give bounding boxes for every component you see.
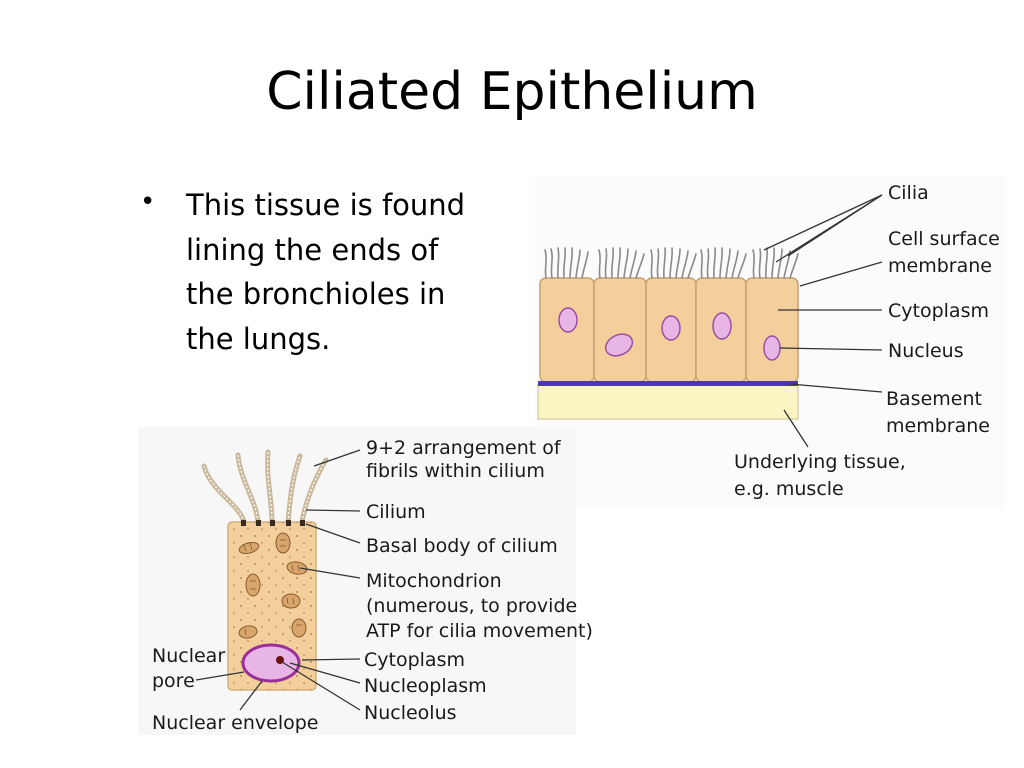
label-cytoplasm: Cytoplasm <box>888 300 989 322</box>
label-mitochondrion-line2: (numerous, to provide <box>366 595 577 617</box>
bullet-text: This tissue is found lining the ends of … <box>186 188 466 356</box>
single-cell-cilia-inner <box>203 451 327 523</box>
mitochondrion <box>281 593 301 609</box>
mitochondria-cristae <box>243 539 302 636</box>
cell <box>593 277 647 383</box>
tissue-diagram: Cilia Cell surface membrane Cytoplasm Nu… <box>535 176 1005 506</box>
label-underlying-tissue-line2: e.g. muscle <box>734 478 844 500</box>
single-cell-nucleus <box>241 643 301 683</box>
mitochondrion <box>291 618 307 638</box>
cell <box>745 277 799 383</box>
label-fibril-arrangement: 9+2 arrangement of <box>366 437 562 459</box>
bullet-marker: • <box>140 187 156 217</box>
label-cytoplasm-cell: Cytoplasm <box>364 649 465 671</box>
slide-title: Ciliated Epithelium <box>266 62 758 122</box>
label-nuclear-pore-line2: pore <box>152 670 195 692</box>
mitochondrion <box>238 625 258 639</box>
nucleus <box>661 315 681 341</box>
nucleus <box>558 307 578 333</box>
label-basement-membrane-line2: membrane <box>886 415 990 437</box>
mitochondria <box>238 532 308 639</box>
tissue-leader-lines <box>763 194 883 448</box>
label-cell-surface-membrane-line2: membrane <box>888 255 992 277</box>
basement-membrane <box>538 381 798 386</box>
label-nuclear-pore: Nuclear <box>152 645 225 667</box>
label-mitochondrion: Mitochondrion <box>366 570 502 592</box>
label-cilia: Cilia <box>888 182 929 204</box>
label-nucleus: Nucleus <box>888 340 964 362</box>
label-cell-surface-membrane: Cell surface <box>888 228 1000 250</box>
mitochondrion <box>275 532 291 554</box>
tissue-nuclei <box>558 307 781 361</box>
label-fibril-arrangement-line2: fibrils within cilium <box>366 460 545 482</box>
basal-bodies <box>241 520 305 526</box>
mitochondrion <box>245 573 261 597</box>
underlying-tissue <box>537 384 799 420</box>
label-basal-body: Basal body of cilium <box>366 535 558 557</box>
cell-diagram: 9+2 arrangement of fibrils within cilium… <box>138 427 593 735</box>
label-nucleolus: Nucleolus <box>364 702 457 724</box>
cell-leader-lines <box>195 449 361 711</box>
label-nuclear-envelope: Nuclear envelope <box>152 712 318 734</box>
nucleus <box>604 333 634 357</box>
label-mitochondrion-line3: ATP for cilia movement) <box>366 620 593 642</box>
label-nucleoplasm: Nucleoplasm <box>364 675 487 697</box>
label-cilium: Cilium <box>366 501 426 523</box>
nucleus <box>712 312 732 340</box>
label-basement-membrane: Basement <box>886 388 982 410</box>
label-underlying-tissue: Underlying tissue, <box>734 451 906 473</box>
nucleus <box>763 335 781 361</box>
